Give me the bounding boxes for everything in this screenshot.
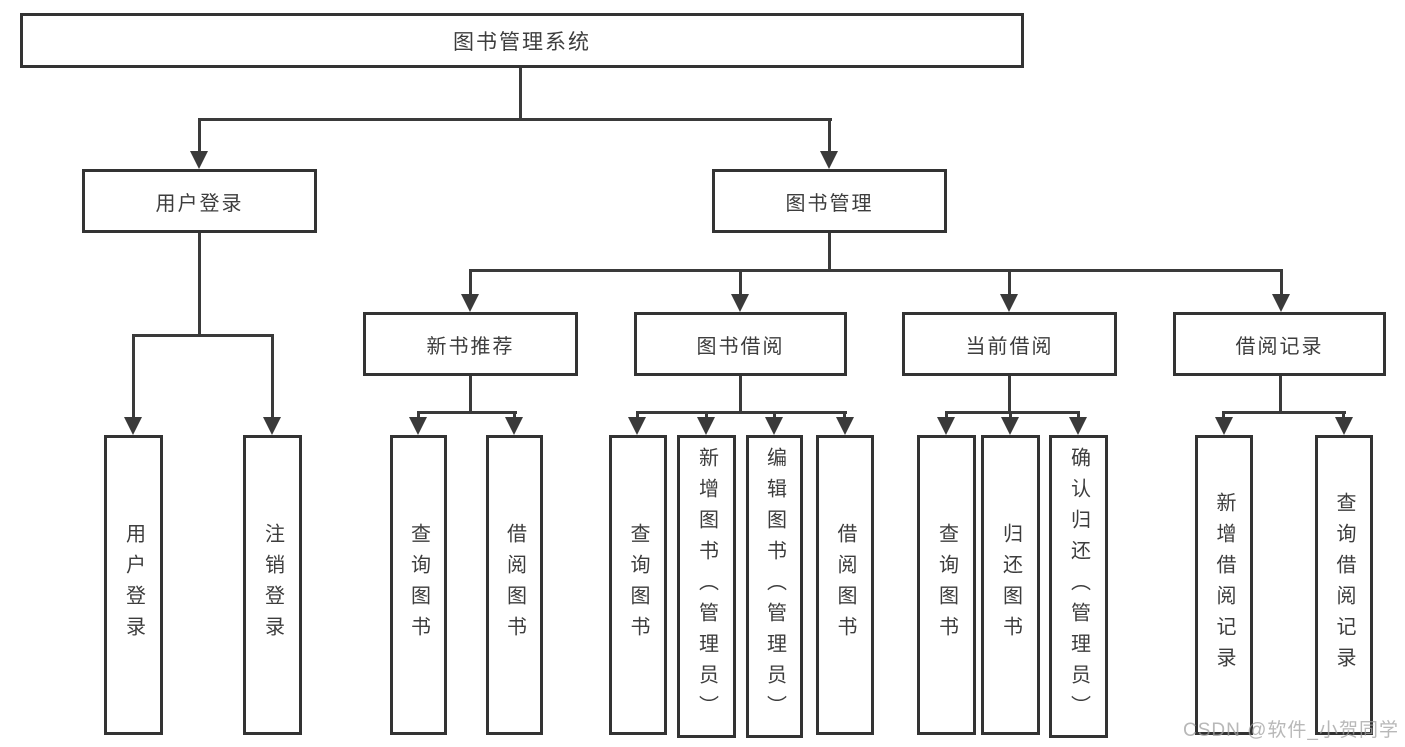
arrow-down-icon — [124, 417, 142, 435]
leaf-add-borrow-record: 新增借阅记录 — [1195, 435, 1253, 735]
arrow-down-icon — [409, 417, 427, 435]
node-root: 图书管理系统 — [20, 13, 1024, 68]
connector-line — [519, 68, 522, 121]
leaf-query-books-nb-label: 查询图书 — [407, 523, 430, 647]
connector-line — [1008, 376, 1011, 414]
connector-line — [271, 334, 274, 419]
node-current-borrow-label: 当前借阅 — [965, 335, 1054, 358]
leaf-query-books-bb: 查询图书 — [609, 435, 667, 735]
arrow-down-icon — [263, 417, 281, 435]
leaf-confirm-return-admin-label: 确认归还（管理员） — [1067, 447, 1090, 726]
connector-line — [198, 118, 201, 154]
leaf-edit-books-admin: 编辑图书（管理员） — [746, 435, 803, 738]
leaf-add-books-admin-label: 新增图书（管理员） — [695, 447, 718, 726]
arrow-down-icon — [836, 417, 854, 435]
leaf-return-books: 归还图书 — [981, 435, 1040, 735]
arrow-down-icon — [1272, 294, 1290, 312]
arrow-down-icon — [765, 417, 783, 435]
leaf-borrow-books-bb: 借阅图书 — [816, 435, 874, 735]
leaf-query-books-bb-label: 查询图书 — [627, 523, 649, 647]
arrow-down-icon — [505, 417, 523, 435]
arrow-down-icon — [628, 417, 646, 435]
leaf-user-login: 用户登录 — [104, 435, 163, 735]
connector-line — [132, 334, 274, 337]
connector-line — [1008, 269, 1011, 297]
connector-line — [1342, 411, 1345, 421]
connector-line — [945, 411, 1080, 414]
node-user-login: 用户登录 — [82, 169, 317, 233]
leaf-borrow-books-bb-label: 借阅图书 — [834, 523, 856, 647]
node-new-book-recommend-label: 新书推荐 — [426, 335, 515, 358]
node-borrow-records-label: 借阅记录 — [1235, 335, 1324, 358]
leaf-borrow-books-nb: 借阅图书 — [486, 435, 543, 735]
connector-line — [636, 411, 639, 421]
connector-line — [636, 411, 847, 414]
node-borrow-records: 借阅记录 — [1173, 312, 1386, 376]
arrow-down-icon — [1335, 417, 1353, 435]
arrow-down-icon — [1000, 294, 1018, 312]
connector-line — [417, 411, 420, 421]
node-book-management: 图书管理 — [712, 169, 947, 233]
leaf-query-books-cb: 查询图书 — [917, 435, 976, 735]
connector-line — [945, 411, 948, 421]
leaf-return-books-label: 归还图书 — [999, 523, 1022, 647]
connector-line — [1222, 411, 1346, 414]
connector-line — [739, 376, 742, 414]
connector-line — [705, 411, 708, 421]
node-user-login-label: 用户登录 — [155, 192, 244, 215]
connector-line — [1279, 376, 1282, 414]
node-book-borrow: 图书借阅 — [634, 312, 847, 376]
leaf-user-login-label: 用户登录 — [122, 523, 145, 647]
connector-line — [469, 376, 472, 414]
leaf-logout-label: 注销登录 — [261, 523, 284, 647]
leaf-logout: 注销登录 — [243, 435, 302, 735]
node-book-borrow-label: 图书借阅 — [696, 335, 785, 358]
connector-line — [773, 411, 776, 421]
node-new-book-recommend: 新书推荐 — [363, 312, 578, 376]
arrow-down-icon — [1001, 417, 1019, 435]
connector-line — [513, 411, 516, 421]
leaf-borrow-books-nb-label: 借阅图书 — [503, 523, 526, 647]
leaf-query-borrow-record: 查询借阅记录 — [1315, 435, 1373, 735]
arrow-down-icon — [461, 294, 479, 312]
connector-line — [1077, 411, 1080, 421]
connector-line — [843, 411, 846, 421]
leaf-add-books-admin: 新增图书（管理员） — [677, 435, 736, 738]
leaf-add-borrow-record-label: 新增借阅记录 — [1213, 492, 1235, 678]
leaf-query-books-cb-label: 查询图书 — [935, 523, 958, 647]
leaf-query-borrow-record-label: 查询借阅记录 — [1333, 492, 1355, 678]
arrow-down-icon — [1215, 417, 1233, 435]
connector-line — [1009, 411, 1012, 421]
arrow-down-icon — [697, 417, 715, 435]
connector-line — [469, 269, 472, 297]
leaf-query-books-nb: 查询图书 — [390, 435, 447, 735]
arrow-down-icon — [731, 294, 749, 312]
node-book-management-label: 图书管理 — [785, 192, 874, 215]
connector-line — [739, 269, 742, 297]
arrow-down-icon — [820, 151, 838, 169]
connector-line — [828, 118, 831, 154]
arrow-down-icon — [190, 151, 208, 169]
connector-line — [828, 233, 831, 272]
connector-line — [1280, 269, 1283, 297]
arrow-down-icon — [1069, 417, 1087, 435]
connector-line — [132, 334, 135, 419]
node-root-label: 图书管理系统 — [453, 30, 591, 54]
connector-line — [417, 411, 517, 414]
connector-line — [1222, 411, 1225, 421]
arrow-down-icon — [937, 417, 955, 435]
leaf-confirm-return-admin: 确认归还（管理员） — [1049, 435, 1108, 738]
node-current-borrow: 当前借阅 — [902, 312, 1117, 376]
leaf-edit-books-admin-label: 编辑图书（管理员） — [763, 447, 786, 726]
connector-line — [198, 233, 201, 337]
connector-line — [469, 269, 1283, 272]
csdn-watermark: CSDN @软件_小贺同学 — [1183, 720, 1399, 741]
connector-line — [198, 118, 832, 121]
